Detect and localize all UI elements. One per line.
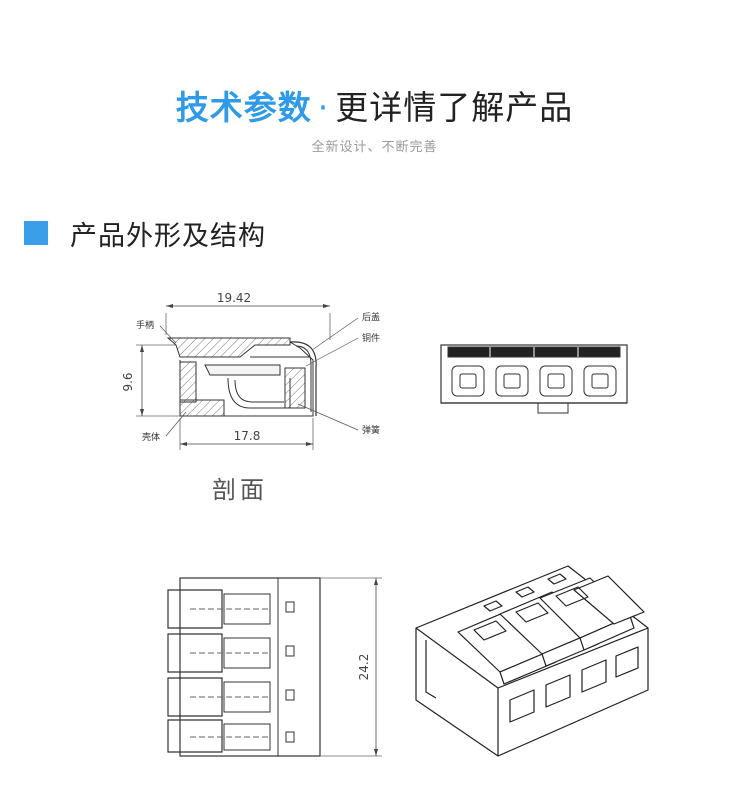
page-subtitle: 全新设计、不断完善 xyxy=(311,140,438,155)
isometric-view-drawing xyxy=(415,565,649,757)
label-handle: 手柄 xyxy=(136,319,154,331)
label-spring: 弹簧 xyxy=(362,424,380,436)
page-header: 技术参数·更详情了解产品 全新设计、不断完善 xyxy=(0,86,749,155)
section-header: 产品外形及结构 xyxy=(24,218,266,252)
dim-bottom-label: 17.8 xyxy=(234,429,261,443)
dim-left-label: 9.6 xyxy=(121,372,135,391)
section-view-drawing xyxy=(136,304,359,450)
title-dot: · xyxy=(317,88,330,127)
label-copper: 铜件 xyxy=(362,332,380,344)
page-title: 技术参数·更详情了解产品 xyxy=(0,86,749,130)
title-accent: 技术参数 xyxy=(175,88,312,127)
section-view-caption: 剖面 xyxy=(212,476,268,504)
label-cover: 后盖 xyxy=(362,311,380,323)
dim-top-label: 19.42 xyxy=(217,291,251,305)
section-title: 产品外形及结构 xyxy=(70,220,266,252)
title-rest: 更详情了解产品 xyxy=(335,88,574,127)
dim-right-label: 24.2 xyxy=(357,654,371,681)
top-view-drawing xyxy=(167,577,382,757)
label-shell: 壳体 xyxy=(142,431,160,443)
section-marker-icon xyxy=(24,221,48,245)
front-view-drawing xyxy=(440,344,628,414)
